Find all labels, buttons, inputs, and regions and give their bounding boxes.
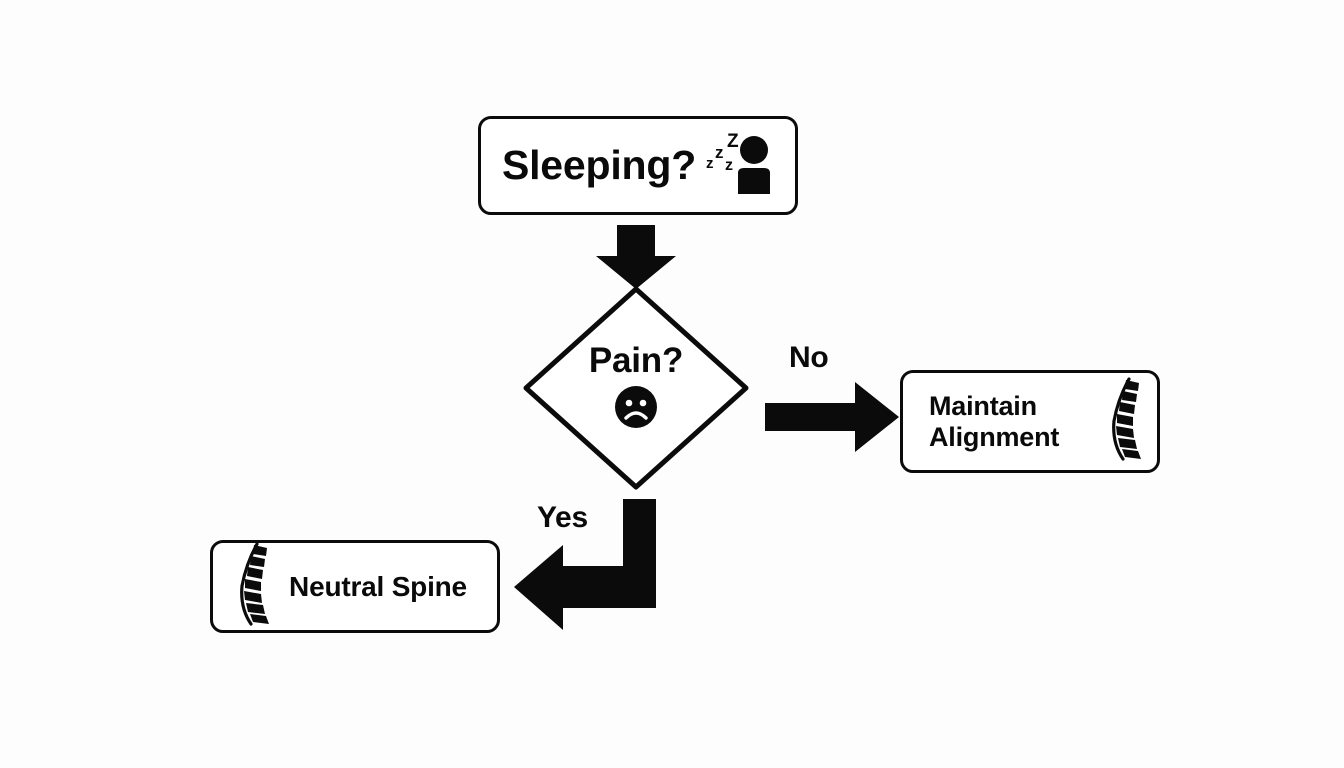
node-sleeping[interactable]: Sleeping? z z Z z xyxy=(478,116,798,215)
node-maintain[interactable]: Maintain Alignment xyxy=(900,370,1160,473)
node-neutral-label: Neutral Spine xyxy=(289,570,467,602)
spine-icon xyxy=(1099,377,1147,466)
node-pain-label: Pain? xyxy=(588,340,684,380)
sad-face-icon xyxy=(613,384,659,435)
node-neutral[interactable]: Neutral Spine xyxy=(210,540,500,633)
node-pain[interactable]: Pain? xyxy=(523,287,749,489)
node-sleeping-label: Sleeping? xyxy=(501,141,697,188)
edge-label-yes: Yes xyxy=(537,501,588,534)
edge-label-no: No xyxy=(789,341,829,374)
svg-text:Z: Z xyxy=(727,131,739,152)
arrow-pain-to-neutral xyxy=(514,499,656,630)
node-maintain-label: Maintain Alignment xyxy=(929,391,1060,452)
spine-icon xyxy=(227,542,275,631)
svg-text:z: z xyxy=(725,157,733,174)
svg-text:z: z xyxy=(706,155,714,172)
arrow-pain-to-maintain xyxy=(765,382,899,452)
arrow-sleeping-to-pain xyxy=(596,225,676,289)
svg-text:z: z xyxy=(715,143,724,162)
sleeping-person-icon: z z Z z xyxy=(704,130,778,201)
